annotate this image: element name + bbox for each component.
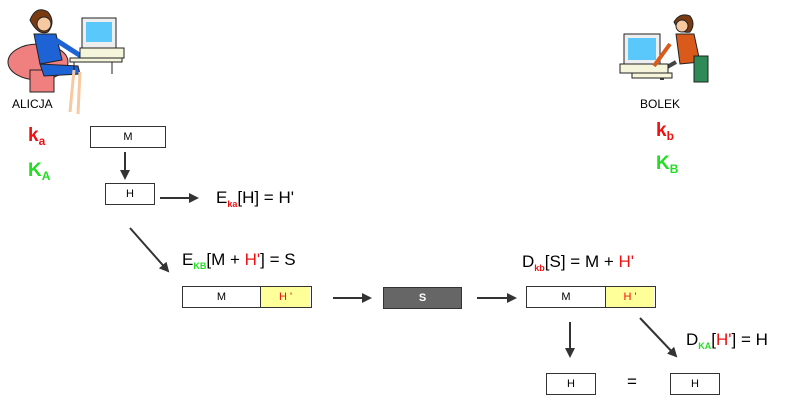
received-hash-segment: H ' xyxy=(606,287,654,307)
bob-private-key: kb xyxy=(656,120,674,143)
alice-at-computer-icon xyxy=(7,9,125,115)
combined-hash-segment: H ' xyxy=(261,287,310,307)
message-box: M xyxy=(90,126,166,148)
sealed-box: S xyxy=(383,287,462,309)
received-message-segment: M xyxy=(527,287,606,307)
decrypted-hash-box: H xyxy=(670,373,720,395)
bob-name: BOLEK xyxy=(640,97,681,111)
arrow-hash-to-decrypt xyxy=(639,317,678,358)
decrypt-equation: Dkb[S] = M + H' xyxy=(522,252,635,273)
combined-message-segment: M xyxy=(183,287,261,307)
received-message-box: M H ' xyxy=(526,286,656,308)
encrypt-equation: EKB[M + H'] = S xyxy=(182,250,296,271)
bob-at-computer-icon xyxy=(619,14,709,83)
alice-private-key: ka xyxy=(28,125,46,148)
alice-name: ALICJA xyxy=(12,97,53,111)
computed-hash-box: H xyxy=(546,373,596,395)
verify-equation: DKA[H'] = H xyxy=(686,330,768,351)
sign-equation: Eka[H] = H' xyxy=(216,188,294,209)
hash-box: H xyxy=(105,183,155,205)
combined-message-box: M H ' xyxy=(182,286,312,308)
bob-public-key: KB xyxy=(656,153,679,176)
alice-public-key: KA xyxy=(28,160,51,183)
equals-sign: = xyxy=(627,372,637,391)
arrow-h-to-encrypt xyxy=(129,227,170,273)
